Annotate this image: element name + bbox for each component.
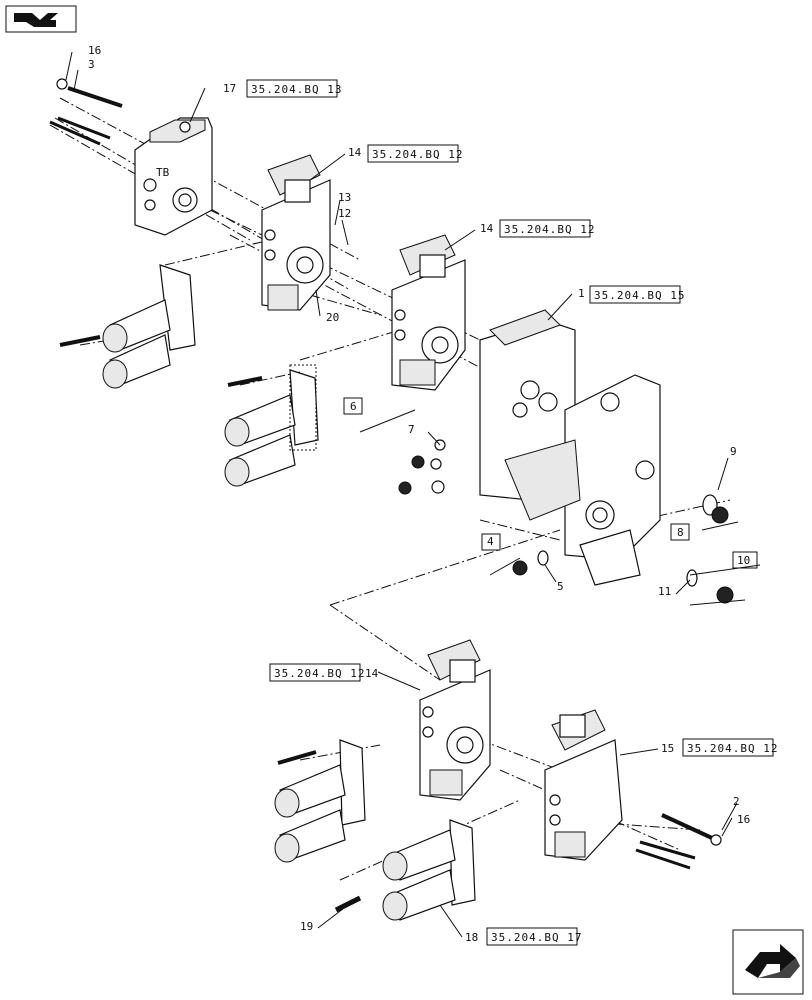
ref-link-bq13-text: 35.204.BQ 13 — [251, 83, 342, 96]
ref-link-bq12-upper-text: 35.204.BQ 12 — [372, 148, 463, 161]
callout-20: 20 — [326, 311, 339, 324]
plug-small-parts — [398, 439, 734, 604]
callout-14-middle: 14 — [480, 222, 494, 235]
svg-text:TB: TB — [156, 166, 170, 179]
callout-17: 17 — [223, 82, 236, 95]
ref-link-bq15[interactable]: 35.204.BQ 15 — [589, 285, 685, 304]
next-page-arrow-icon[interactable] — [732, 929, 804, 995]
callout-1: 1 — [578, 287, 585, 300]
callout-box-6 — [343, 397, 363, 415]
valve-section-middle — [391, 234, 466, 391]
valve-section-lower — [419, 639, 491, 801]
callout-box-8 — [670, 523, 690, 541]
coupler-lower-left — [274, 739, 366, 863]
callout-16-bottom: 16 — [737, 813, 750, 826]
leader-lines — [65, 51, 761, 938]
coupler-upper-left — [102, 264, 196, 389]
ref-link-bq12-middle[interactable]: 35.204.BQ 12 — [499, 219, 595, 238]
ref-link-bq12-section15[interactable]: 35.204.BQ 12 — [682, 738, 778, 757]
ref-link-bq12-middle-text: 35.204.BQ 12 — [504, 223, 595, 236]
valve-section-upper — [261, 154, 331, 311]
callout-4: 4 — [487, 535, 494, 548]
callout-13: 13 — [338, 191, 351, 204]
callout-box-4 — [481, 533, 501, 551]
callout-6: 6 — [350, 400, 357, 413]
callout-box-10 — [732, 551, 758, 569]
callout-16-top: 16 — [88, 44, 101, 57]
callout-15: 15 — [661, 742, 674, 755]
callout-5: 5 — [557, 580, 564, 593]
tie-rod-studs-lower — [635, 813, 722, 870]
valve-section-15 — [544, 709, 623, 861]
tie-rod-studs — [49, 78, 123, 146]
callout-9: 9 — [730, 445, 737, 458]
callout-12: 12 — [338, 207, 351, 220]
callout-3: 3 — [88, 58, 95, 71]
main-housing — [479, 309, 661, 586]
callout-8: 8 — [677, 526, 684, 539]
callout-10: 10 — [737, 554, 750, 567]
ref-link-bq17-text: 35.204.BQ 17 — [491, 931, 582, 944]
coupler-18 — [382, 819, 476, 921]
ref-link-bq17[interactable]: 35.204.BQ 17 — [486, 927, 582, 946]
callout-14-upper: 14 — [348, 146, 362, 159]
callout-7: 7 — [408, 423, 415, 436]
coupler-middle-left — [224, 369, 319, 487]
callout-labels: 16 3 17 14 13 12 14 1 20 6 7 9 8 4 5 10 … — [88, 44, 750, 944]
ref-link-bq12-upper[interactable]: 35.204.BQ 12 — [367, 144, 463, 163]
ref-link-bq13[interactable]: 35.204.BQ 13 — [246, 79, 342, 98]
ref-link-bq12-section15-text: 35.204.BQ 12 — [687, 742, 778, 755]
callout-18: 18 — [465, 931, 478, 944]
end-cover-section: TB — [134, 117, 213, 236]
screws — [59, 335, 362, 913]
back-arrow-icon[interactable] — [5, 5, 77, 33]
callout-14-lower: 14 — [365, 667, 379, 680]
callout-11: 11 — [658, 585, 671, 598]
dashed-flange-outline — [289, 364, 317, 451]
ref-link-bq12-lower-text: 35.204.BQ 12 — [274, 667, 365, 680]
callout-19: 19 — [300, 920, 313, 933]
callout-2: 2 — [733, 795, 740, 808]
ref-link-bq15-text: 35.204.BQ 15 — [594, 289, 685, 302]
ref-link-bq12-lower[interactable]: 35.204.BQ 12 — [269, 663, 365, 682]
